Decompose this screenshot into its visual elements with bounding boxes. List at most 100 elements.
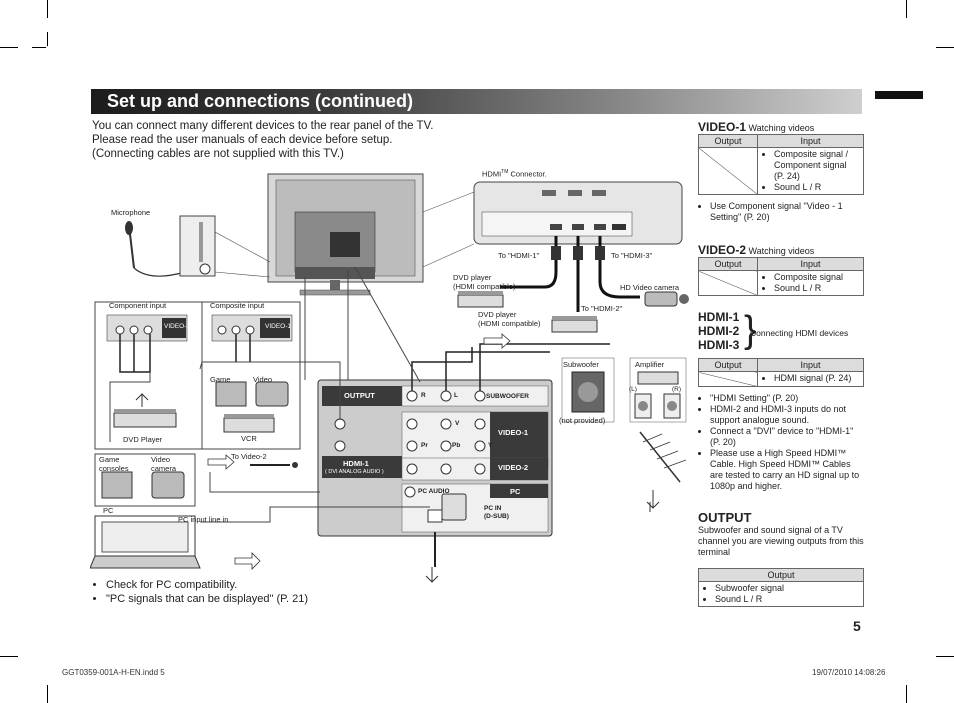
video1-heading: VIDEO-1 Watching videos: [698, 120, 864, 134]
crop-mark: [936, 47, 954, 48]
panel-output-label: OUTPUT: [344, 391, 375, 400]
panel-pc-in-label: PC IN(D-SUB): [484, 505, 509, 521]
game-consoles-label-line1: Game: [99, 455, 120, 464]
panel-pc-in-label-line2: (D-SUB): [484, 513, 509, 520]
hdmi-note: "HDMI Setting" (P. 20): [710, 393, 864, 404]
video1-heading-text: VIDEO-1: [698, 120, 747, 134]
output-item: Sound L / R: [715, 594, 859, 605]
page-title: Set up and connections (continued): [107, 91, 413, 111]
intro-line: Please read the user manuals of each dev…: [92, 134, 393, 146]
microphone-label: Microphone: [111, 208, 151, 217]
crop-mark: [906, 685, 907, 703]
video1-tag: VIDEO-1: [164, 323, 191, 330]
vcr-label: VCR: [241, 434, 257, 443]
col-output: Output: [698, 358, 758, 372]
section-title-bar: Set up and connections (continued): [91, 89, 862, 114]
panel-v-label: V: [455, 420, 460, 427]
video-camera-label-line1: Video: [151, 455, 171, 464]
output-section: OUTPUT Subwoofer and sound signal of a T…: [698, 510, 864, 607]
col-output: Output: [698, 257, 758, 271]
amp-left-label: (L): [629, 386, 637, 393]
panel-video1-label: VIDEO-1: [498, 428, 529, 437]
video2-subheading: Watching videos: [746, 246, 815, 256]
amplifier-label: Amplifier: [635, 360, 665, 369]
video2-heading: VIDEO-2 Watching videos: [698, 243, 864, 257]
video1-subheading: Watching videos: [746, 123, 815, 133]
hdmi-connector-label-prefix: HDMI: [482, 169, 502, 179]
video2-heading-text: VIDEO-2: [698, 243, 747, 257]
note-item: "PC signals that can be displayed" (P. 2…: [106, 592, 308, 606]
col-input: Input: [757, 134, 864, 148]
not-provided-label: (not provided): [559, 416, 606, 425]
output-item: Subwoofer signal: [715, 583, 859, 594]
to-hdmi1-label: To "HDMI-1": [498, 251, 540, 260]
col-input: Input: [757, 257, 864, 271]
subwoofer-label: Subwoofer: [563, 360, 599, 369]
diagram-graphics: [89, 173, 689, 583]
to-hdmi2-label: To "HDMI-2": [581, 304, 623, 313]
input-cell: Composite signal / Component signal (P. …: [757, 147, 864, 195]
video1-tag-2: VIDEO-1: [265, 323, 292, 330]
hdmi-subheading: Connecting HDMI devices: [750, 328, 849, 338]
hd-video-camera-label: HD Video camera: [620, 283, 680, 292]
pc-input-line-in-label: PC input line in: [178, 515, 229, 524]
page-tab-marker: [875, 91, 923, 99]
page-number: 5: [853, 618, 861, 634]
panel-pr-label: Pr: [421, 442, 428, 449]
hdmi-note: Connect a "DVI" device to "HDMI-1" (P. 2…: [710, 426, 864, 448]
tv-rear-illustration: [267, 173, 424, 296]
panel-video2-label: VIDEO-2: [498, 463, 529, 472]
col-input: Input: [757, 358, 864, 372]
connection-diagram: Microphone HDMITM Connector. To "HDMI-1"…: [89, 169, 690, 612]
output-cell: Subwoofer signalSound L / R: [698, 581, 864, 607]
panel-y-label: Y: [488, 442, 493, 449]
output-cell-empty: [698, 371, 758, 387]
bottom-notes: Check for PC compatibility. "PC signals …: [92, 578, 308, 606]
input-item: Composite signal: [774, 272, 859, 283]
hdmi3-heading: HDMI-3: [698, 338, 740, 352]
output-heading: OUTPUT: [698, 510, 752, 525]
crop-mark: [47, 685, 48, 703]
footer-right: 19/07/2010 14:08:26: [812, 668, 886, 677]
hdmi-note: HDMI-2 and HDMI-3 inputs do not support …: [710, 404, 864, 426]
pc-label: PC: [103, 506, 114, 515]
hdmi-note: Please use a High Speed HDMI™ Cable. Hig…: [710, 448, 864, 492]
intro-text: You can connect many different devices t…: [92, 119, 452, 161]
game-consoles-label-line2: consoles: [99, 464, 129, 473]
composite-input-label: Composite input: [210, 301, 265, 310]
crop-mark: [47, 0, 48, 18]
brace: }: [744, 309, 757, 351]
to-video2-label: To Video-2: [231, 452, 267, 461]
dvd-player-hdmi-label-line1: DVD player: [453, 273, 492, 282]
hdmi-connector-label: HDMITM Connector.: [482, 168, 547, 179]
hdmi-connector-label-tm: TM: [501, 169, 509, 175]
panel-pb-label: Pb: [452, 442, 461, 449]
crop-mark: [906, 0, 907, 18]
intro-line: You can connect many different devices t…: [92, 120, 434, 132]
note-item: Check for PC compatibility.: [106, 578, 308, 592]
game-label: Game: [210, 375, 231, 384]
output-table: Output Subwoofer signalSound L / R: [698, 568, 864, 607]
crop-mark: [32, 47, 46, 48]
panel-subwoofer-label: SUBWOOFER: [486, 393, 529, 400]
video-label: Video: [253, 375, 273, 384]
dvd-player-hdmi-label-2-line2: (HDMI compatible): [478, 319, 541, 328]
video-camera-label-line2: camera: [151, 464, 177, 473]
output-description: Subwoofer and sound signal of a TV chann…: [698, 525, 864, 557]
output-cell-empty: [698, 147, 758, 195]
output-cell-empty: [698, 270, 758, 296]
crop-mark: [936, 656, 954, 657]
input-item: HDMI signal (P. 24): [774, 373, 859, 384]
input-item: Sound L / R: [774, 182, 859, 193]
panel-hdmi1-label: HDMI-1: [343, 459, 369, 468]
to-hdmi3-label: To "HDMI-3": [611, 251, 653, 260]
dvd-player-hdmi-label-2-line1: DVD player: [478, 310, 517, 319]
input-item: Sound L / R: [774, 283, 859, 294]
col-output: Output: [698, 134, 758, 148]
dvd-player-hdmi-label-2: DVD player(HDMI compatible): [478, 310, 541, 328]
crop-mark: [0, 656, 18, 657]
